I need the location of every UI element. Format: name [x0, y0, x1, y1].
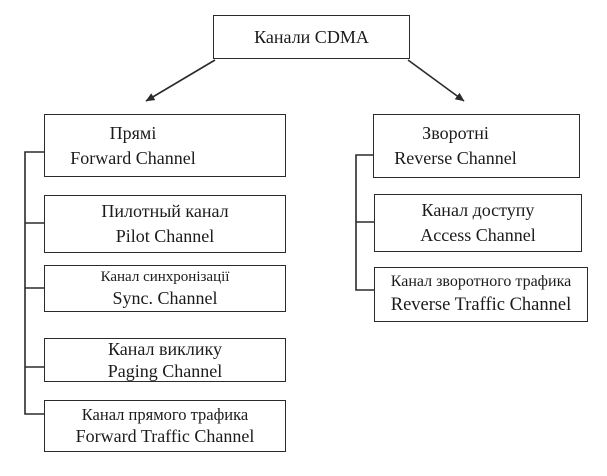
pilot-channel-box: Пилотный канал Pilot Channel: [44, 195, 286, 253]
reverse-channel-box: Зворотні Reverse Channel: [373, 114, 580, 178]
forward-channel-label-uk: Прямі: [109, 122, 157, 143]
reverse-column-connector: [355, 154, 374, 291]
forward-channel-box: Прямі Forward Channel: [44, 114, 286, 177]
pilot-channel-label-uk: Пилотный канал: [101, 201, 229, 222]
paging-channel-box: Канал виклику Paging Channel: [44, 338, 286, 382]
sync-channel-label-uk: Канал синхронізації: [100, 268, 230, 285]
root-box-label: Канали CDMA: [254, 26, 369, 47]
forward-channel-label-en: Forward Channel: [70, 147, 196, 168]
forward-traffic-channel-label-en: Forward Traffic Channel: [75, 426, 255, 447]
paging-channel-label-en: Paging Channel: [107, 361, 223, 381]
sync-channel-box: Канал синхронізації Sync. Channel: [44, 265, 286, 312]
reverse-traffic-channel-label-en: Reverse Traffic Channel: [390, 294, 572, 315]
forward-traffic-channel-label-uk: Канал прямого трафика: [81, 404, 249, 424]
arrow-to-forward-column: [145, 59, 216, 102]
reverse-channel-label-en: Reverse Channel: [394, 148, 517, 168]
reverse-channel-label-uk: Зворотні: [422, 123, 489, 144]
root-box-cdma-channels: Канали CDMA: [213, 15, 410, 59]
paging-channel-label-uk: Канал виклику: [107, 338, 222, 359]
forward-traffic-channel-box: Канал прямого трафика Forward Traffic Ch…: [44, 400, 286, 452]
pilot-channel-label-en: Pilot Channel: [115, 226, 215, 246]
forward-column-connector: [24, 151, 44, 415]
arrow-to-reverse-column: [407, 59, 465, 102]
reverse-traffic-channel-label-uk: Канал зворотного трафика: [390, 273, 572, 291]
access-channel-label-uk: Канал доступу: [421, 200, 535, 221]
reverse-traffic-channel-box: Канал зворотного трафика Reverse Traffic…: [374, 267, 588, 322]
access-channel-label-en: Access Channel: [420, 225, 536, 245]
access-channel-box: Канал доступу Access Channel: [374, 194, 582, 252]
sync-channel-label-en: Sync. Channel: [112, 287, 218, 308]
